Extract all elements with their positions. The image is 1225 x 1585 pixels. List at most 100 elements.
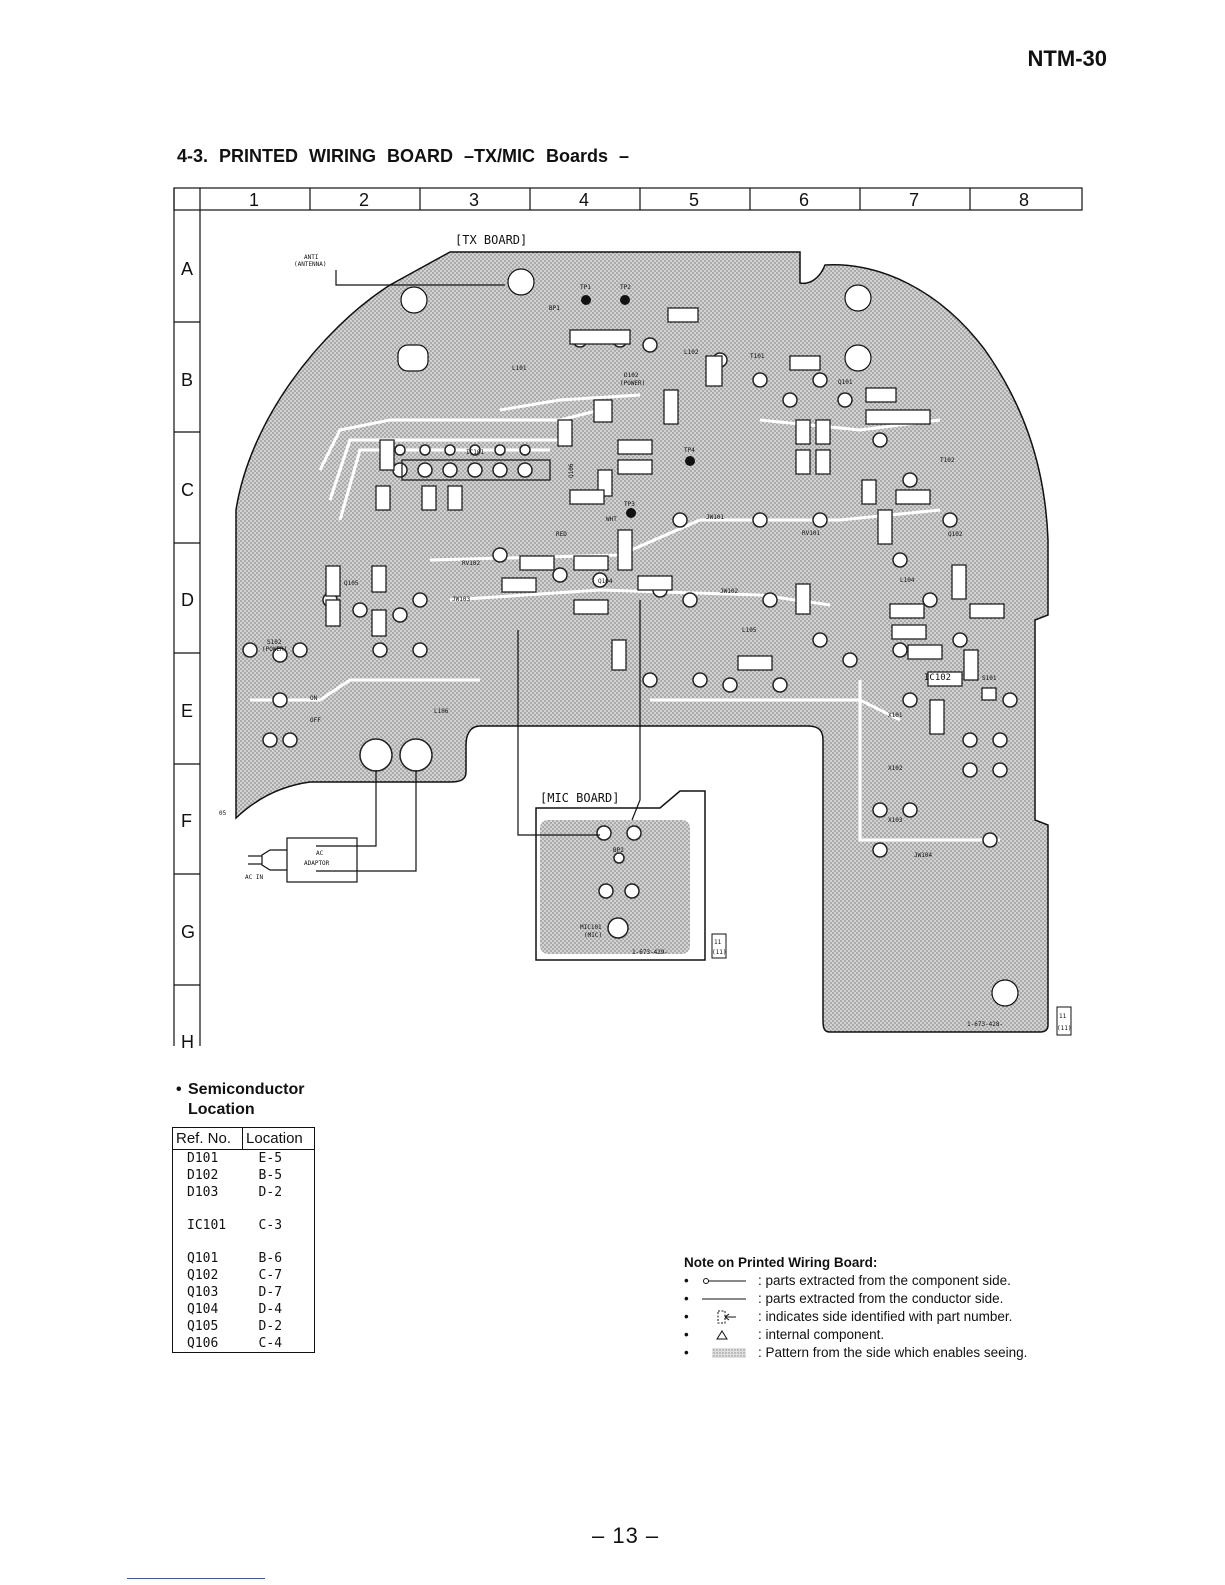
ref-cell: IC101 (187, 1218, 227, 1233)
grid-col-7: 7 (909, 190, 919, 210)
mic-board-pads (596, 825, 642, 939)
label-s102: S102 (267, 639, 282, 646)
label-s101: S101 (982, 675, 997, 682)
bottom-rule (127, 1578, 265, 1579)
note-text-1: : parts extracted from the component sid… (758, 1273, 1011, 1288)
spacer-cell (243, 1201, 315, 1217)
label-mic-part-number: 1-673-429- (632, 949, 668, 956)
semiconductor-title-1: Semiconductor (188, 1081, 305, 1098)
grid-col-4: 4 (579, 190, 589, 210)
ref-cell: Q102 (187, 1268, 219, 1283)
component-blocks (325, 307, 1005, 735)
label-jw103: JW103 (452, 596, 470, 603)
location-cell: B-6 (258, 1251, 283, 1266)
grid-col-1: 1 (249, 190, 259, 210)
symbol-dotted-pattern (712, 1348, 746, 1358)
location-cell: D-2 (258, 1319, 283, 1334)
note-item: • : parts extracted from the component s… (684, 1273, 1011, 1288)
label-tx-ref-011: (11) (1057, 1025, 1071, 1032)
ref-boxes (711, 933, 1072, 1036)
label-jw102: JW102 (720, 588, 738, 595)
ref-cell: Q106 (187, 1336, 219, 1351)
label-tp1: TP1 (580, 284, 591, 291)
label-bp2: BP2 (613, 847, 624, 854)
label-tx-ref-11: 11 (1059, 1013, 1067, 1020)
note-item: • : Pattern from the side which enables … (684, 1345, 1028, 1360)
label-mic-ref-11: 11 (714, 939, 722, 946)
grid-row-f: F (181, 811, 192, 831)
mic-board-copper (540, 820, 690, 954)
table-spacer (173, 1234, 315, 1250)
grid-row-g: G (181, 922, 195, 942)
ref-cell: D101 (187, 1151, 219, 1166)
label-bp1: BP1 (549, 305, 560, 312)
notes-title: Note on Printed Wiring Board: (684, 1255, 878, 1270)
label-tx-board: [TX BOARD] (455, 233, 527, 247)
label-mic-ref-011: (11) (712, 949, 726, 956)
grid-row-h: H (181, 1032, 194, 1052)
spacer-cell (173, 1201, 243, 1217)
model-number: NTM-30 (1027, 46, 1107, 71)
grid-row-d: D (181, 590, 194, 610)
note-item: • : parts extracted from the conductor s… (684, 1291, 1004, 1306)
note-item: • : indicates side identified with part … (684, 1309, 1013, 1324)
ref-cell: Q103 (187, 1285, 219, 1300)
semiconductor-heading: •Semiconductor Location (176, 1081, 305, 1118)
grid-frame (173, 187, 1083, 1046)
label-l105: L105 (742, 627, 757, 634)
label-o5: 05 (219, 810, 227, 817)
note-text-4: : internal component. (758, 1327, 885, 1342)
table-row: Q101 B-6 (173, 1250, 315, 1267)
symbol-solid-line (702, 1298, 746, 1300)
label-red-wire: RED (556, 531, 567, 538)
label-x102: X102 (888, 765, 903, 772)
grid-row-b: B (181, 370, 193, 390)
grid-row-a: A (181, 259, 193, 279)
note-text-3: : indicates side identified with part nu… (758, 1309, 1013, 1324)
label-l101: L101 (512, 365, 527, 372)
label-d102: D102 (624, 372, 639, 379)
grid-row-e: E (181, 701, 193, 721)
location-cell: C-7 (258, 1268, 283, 1283)
table-spacer (173, 1201, 315, 1217)
label-on: ON (310, 695, 318, 702)
ref-cell: Q104 (187, 1302, 219, 1317)
wiring-lines (248, 270, 641, 883)
label-tp2: TP2 (620, 284, 631, 291)
label-x101: X101 (888, 712, 903, 719)
label-antenna-2: (ANTENNA) (294, 261, 327, 268)
spacer-cell (173, 1234, 243, 1250)
mounting-holes (397, 268, 1019, 1007)
label-antenna: ANTI (304, 254, 319, 261)
label-rv101: RV101 (802, 530, 820, 537)
label-mic101: MIC101 (580, 924, 602, 931)
location-cell: C-3 (258, 1218, 283, 1233)
table-row: IC101 C-3 (173, 1217, 315, 1234)
label-d102-power: (POWER) (620, 380, 645, 387)
page-number: – 13 – (592, 1523, 660, 1548)
test-points (581, 295, 695, 518)
grid-col-6: 6 (799, 190, 809, 210)
label-t102: T102 (940, 457, 955, 464)
label-ic102: IC102 (924, 673, 951, 683)
label-jw101: JW101 (706, 514, 724, 521)
label-tp3: TP3 (624, 501, 635, 508)
ref-cell: Q101 (187, 1251, 219, 1266)
label-ac-in: AC IN (245, 874, 263, 881)
table-row: Q103 D-7 (173, 1284, 315, 1301)
location-cell: D-7 (258, 1285, 283, 1300)
spacer-cell (243, 1234, 315, 1250)
label-tx-part-number: 1-673-428- (967, 1021, 1003, 1028)
label-off: OFF (310, 717, 321, 724)
location-cell: B-5 (258, 1168, 283, 1183)
grid-col-3: 3 (469, 190, 479, 210)
label-l102: L102 (684, 349, 699, 356)
tx-board-outline (235, 251, 1049, 1033)
triangle-icon (716, 1330, 728, 1340)
location-cell: D-2 (258, 1185, 283, 1200)
table-row: Q102 C-7 (173, 1267, 315, 1284)
symbol-open-circle-line (703, 1278, 746, 1284)
